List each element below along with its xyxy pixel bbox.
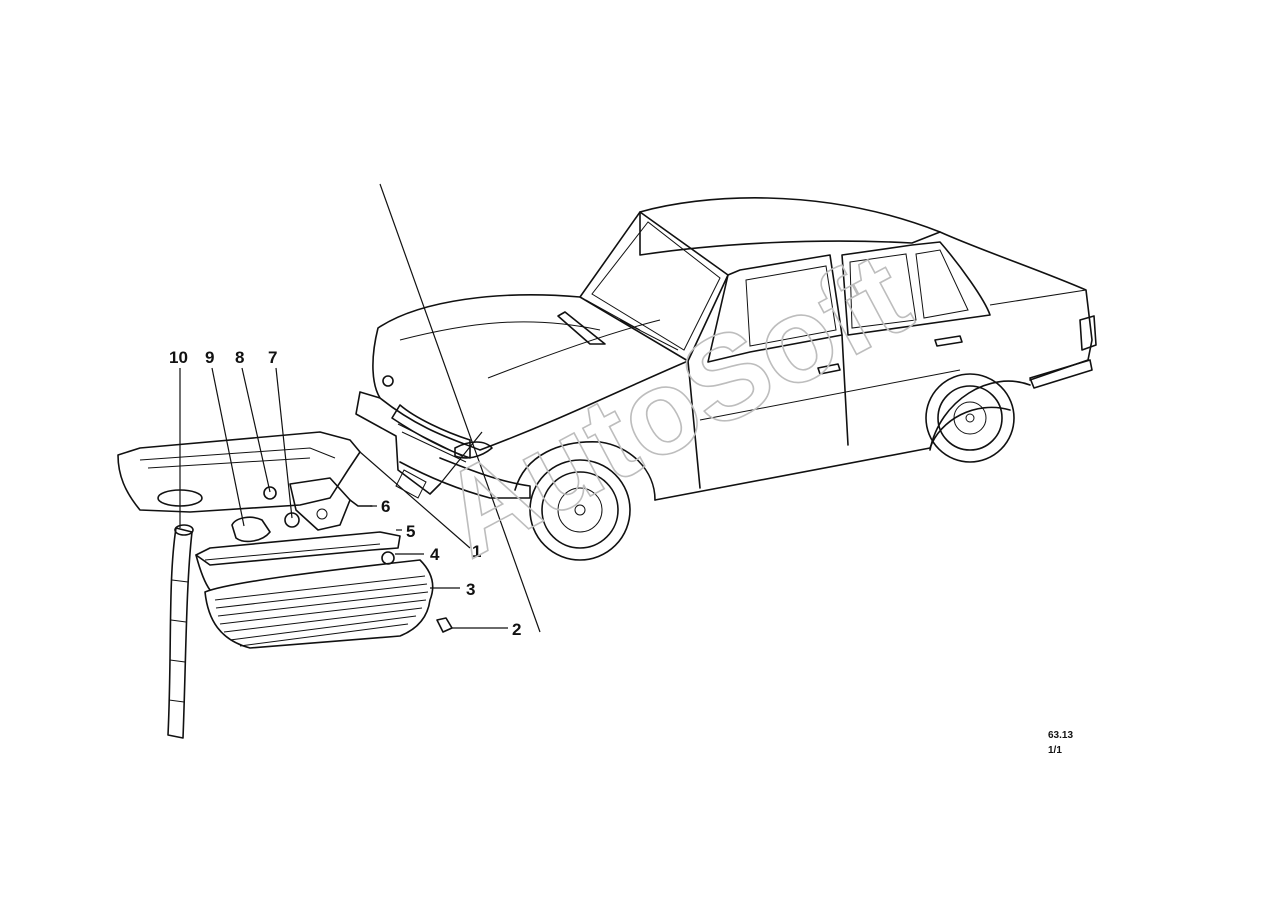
callout-4: 4 xyxy=(430,545,440,564)
callout-7: 7 xyxy=(268,348,277,367)
callout-9: 9 xyxy=(205,348,214,367)
diagram-code: 63.13 xyxy=(1048,730,1073,741)
diagram-sheet: 1/1 xyxy=(1048,745,1062,756)
callout-8: 8 xyxy=(235,348,244,367)
car-illustration xyxy=(355,197,1097,561)
callout-2: 2 xyxy=(512,620,521,639)
exploded-parts xyxy=(117,431,453,739)
callout-1: 1 xyxy=(472,542,481,561)
diagram-reference: 63.13 1/1 xyxy=(1048,730,1073,756)
callout-5: 5 xyxy=(406,522,415,541)
callout-labels: 1 2 3 4 5 6 7 8 9 10 xyxy=(169,348,521,639)
watermark: AutoSoft xyxy=(419,227,929,583)
callout-6: 6 xyxy=(381,497,390,516)
callout-3: 3 xyxy=(466,580,475,599)
leader-lines xyxy=(179,183,541,633)
callout-10: 10 xyxy=(169,348,188,367)
